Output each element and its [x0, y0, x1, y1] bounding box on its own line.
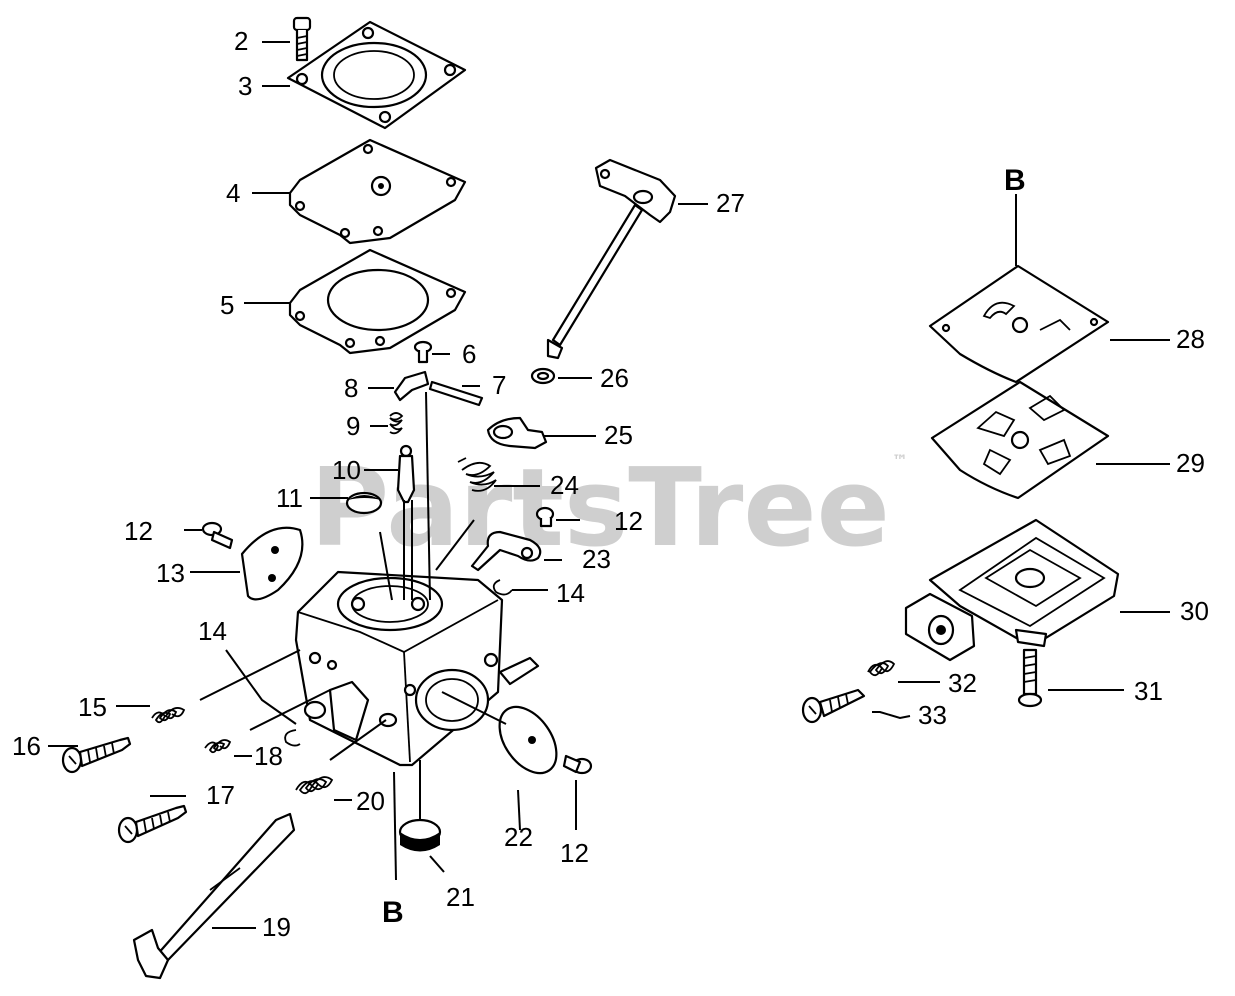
callout-5: 5	[220, 290, 234, 320]
part-13-valve	[240, 526, 304, 601]
part-28-gasket	[928, 264, 1110, 384]
part-6-screw	[413, 340, 433, 364]
callout-26: 26	[600, 363, 629, 393]
callout-10: 10	[332, 455, 361, 485]
part-18-spring	[204, 739, 232, 754]
leader-lines	[48, 41, 1170, 929]
part-10-needle	[396, 444, 416, 504]
part-12-screw-bottom	[562, 754, 593, 775]
callout-28: 28	[1176, 324, 1205, 354]
callout-12-left: 12	[124, 516, 153, 546]
callout-22: 22	[504, 822, 533, 852]
callout-6: 6	[462, 339, 476, 369]
part-17-screw	[117, 804, 188, 844]
callout-4: 4	[226, 178, 240, 208]
callout-25: 25	[604, 420, 633, 450]
callout-32: 32	[948, 668, 977, 698]
part-11-plug	[345, 491, 383, 515]
part-15-spring	[151, 707, 186, 724]
part-25-plate	[486, 416, 548, 450]
part-14-clip-left	[284, 729, 301, 747]
callout-20: 20	[356, 786, 385, 816]
callout-29: 29	[1176, 448, 1205, 478]
section-letter-b-left: B	[382, 896, 404, 929]
callout-33: 33	[918, 700, 947, 730]
callout-14-left: 14	[198, 616, 227, 646]
part-3-cover	[286, 20, 467, 130]
part-16-screw	[61, 736, 132, 774]
callout-12-bottom: 12	[560, 838, 589, 868]
callout-30: 30	[1180, 596, 1209, 626]
callout-15: 15	[78, 692, 107, 722]
callout-17: 17	[206, 780, 235, 810]
callout-19: 19	[262, 912, 291, 942]
callout-11: 11	[276, 483, 303, 513]
part-32-spring	[867, 660, 896, 677]
part-27-shaft	[546, 158, 677, 360]
callout-14-right: 14	[556, 578, 585, 608]
carburetor-body	[294, 570, 540, 767]
part-12-screw-top	[535, 506, 555, 528]
part-5-gasket	[288, 248, 467, 355]
part-24-spring	[457, 457, 497, 492]
callout-21: 21	[446, 882, 475, 912]
part-4-diaphragm	[288, 138, 467, 245]
part-19-shaft	[132, 812, 296, 980]
part-33-screw	[801, 688, 866, 724]
callout-13: 13	[156, 558, 185, 588]
callout-27: 27	[716, 188, 745, 218]
callout-31: 31	[1134, 676, 1163, 706]
part-21-filter	[398, 818, 442, 852]
part-12-screw-left	[201, 521, 234, 550]
part-9-spring	[389, 412, 404, 435]
part-29-gasket	[930, 380, 1110, 500]
callout-7: 7	[492, 370, 506, 400]
part-30-pump-body	[904, 518, 1120, 662]
callout-23: 23	[582, 544, 611, 574]
callout-9: 9	[346, 411, 360, 441]
callout-3: 3	[238, 71, 252, 101]
section-letter-b-right: B	[1004, 164, 1026, 197]
watermark-tm: ™	[892, 451, 908, 470]
part-22-disc	[498, 705, 558, 775]
callout-16: 16	[12, 731, 41, 761]
part-23-lever	[470, 530, 542, 572]
part-26-oring	[530, 367, 556, 385]
part-7-pin	[428, 380, 484, 407]
part-20-spring	[295, 776, 334, 795]
callout-2: 2	[234, 26, 248, 56]
callout-labels: 2 3 4 5 6 7 8 9 10 11 12 12 12 13 14 14 …	[12, 26, 1209, 942]
callout-8: 8	[344, 373, 358, 403]
part-31-screw	[1017, 648, 1043, 708]
part-8-lever	[393, 370, 430, 402]
part-2-screw	[292, 16, 312, 62]
callout-12-right: 12	[614, 506, 643, 536]
part-14-clip-top	[492, 579, 513, 596]
callout-18: 18	[254, 741, 283, 771]
callout-24: 24	[550, 470, 579, 500]
